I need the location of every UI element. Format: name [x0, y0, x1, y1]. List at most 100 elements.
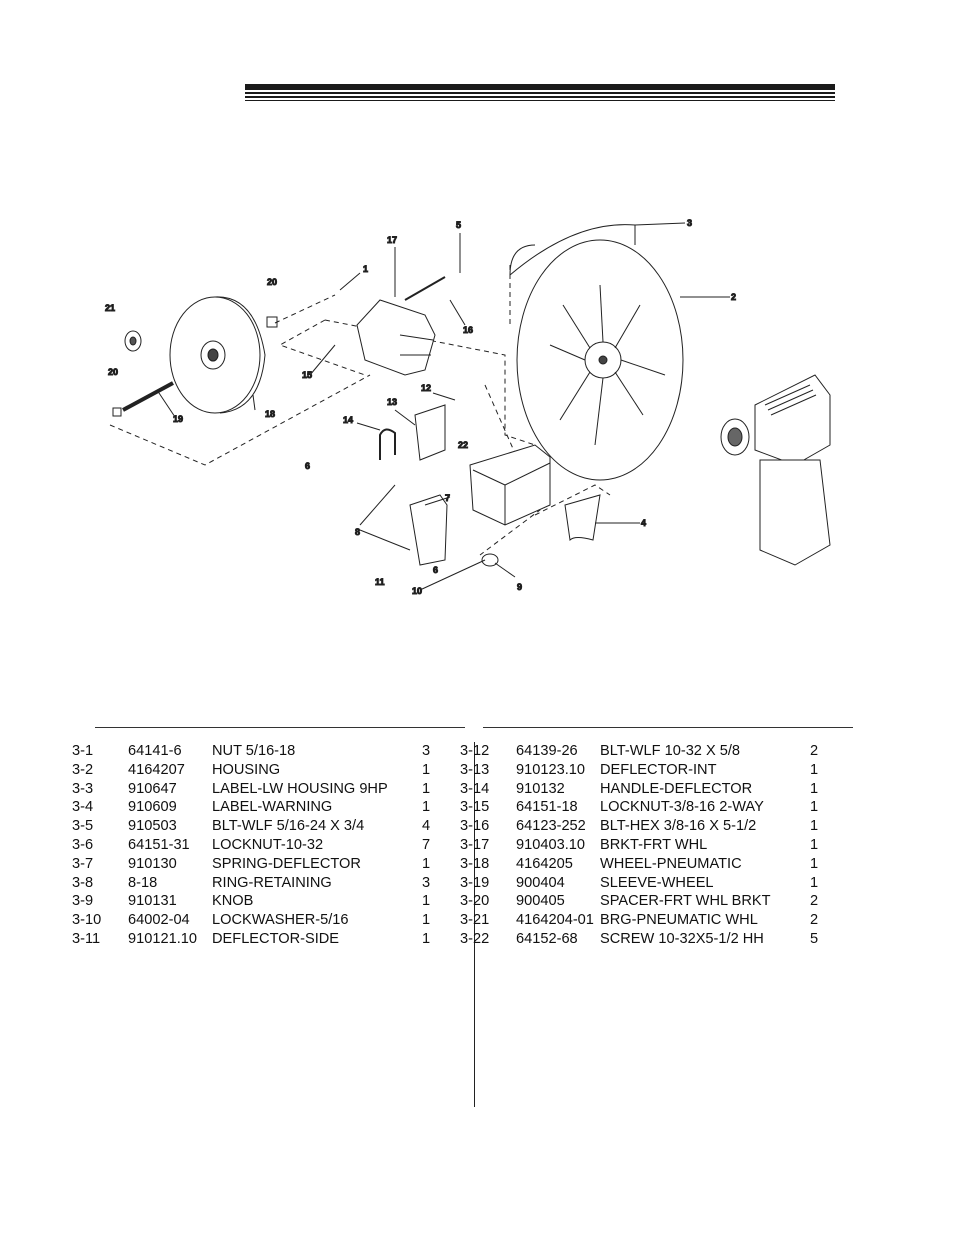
ref-number: 3-18	[460, 855, 490, 872]
part-number: 900404	[516, 874, 565, 891]
callout-2: 2	[731, 292, 736, 302]
bolt-16	[404, 276, 446, 301]
part-description: SPACER-FRT WHL BRKT	[600, 893, 771, 910]
spacer-20-top	[266, 316, 278, 328]
part-number: 64123-252	[516, 818, 586, 835]
part-quantity: 1	[810, 780, 819, 797]
part-description: KNOB	[212, 893, 254, 910]
part-number: 910121.10	[128, 930, 197, 947]
callout-13: 13	[387, 397, 397, 407]
part-quantity: 1	[422, 761, 431, 778]
part-description: NUT 5/16-18	[212, 743, 296, 759]
part-number: 64141-6	[128, 743, 182, 759]
ref-number: 3-21	[460, 912, 490, 929]
part-number: 910403.10	[516, 836, 585, 853]
callout-9: 9	[517, 582, 522, 592]
part-number: 910503	[128, 818, 177, 835]
callout-7: 7	[445, 493, 450, 503]
ref-number: 3-22	[460, 930, 490, 947]
ref-number: 3-20	[460, 893, 490, 910]
sleeve-wheel	[122, 381, 174, 412]
callout-15: 15	[302, 370, 312, 380]
callout-20a: 20	[267, 277, 277, 287]
wheel-pneumatic	[169, 296, 266, 414]
deflector-side	[409, 494, 448, 566]
part-quantity: 1	[422, 893, 431, 910]
ref-number: 3-11	[72, 930, 101, 947]
part-number: 900405	[516, 893, 565, 910]
part-number: 910132	[516, 780, 565, 797]
part-description: SLEEVE-WHEEL	[600, 874, 714, 891]
deflector-handle	[379, 428, 396, 460]
part-quantity: 1	[810, 799, 819, 816]
part-quantity: 1	[422, 799, 431, 816]
callout-8: 8	[355, 527, 360, 537]
callout-11: 11	[375, 577, 385, 587]
part-number: 910123.10	[516, 761, 585, 778]
part-quantity: 1	[810, 761, 819, 778]
part-description: SCREW 10-32X5-1/2 HH	[600, 930, 764, 947]
part-number: 64151-31	[128, 836, 190, 853]
ref-number: 3-13	[460, 761, 490, 778]
column-divider	[474, 742, 475, 1107]
part-description: BRKT-FRT WHL	[600, 836, 708, 853]
spacer-20-bottom	[112, 407, 122, 417]
callout-leaders	[156, 222, 730, 591]
part-number: 910647	[128, 780, 177, 797]
table-rule-right	[483, 727, 853, 728]
ref-number: 3-19	[460, 874, 490, 891]
part-description: LABEL-WARNING	[212, 799, 333, 816]
exploded-parts-diagram: 1 2 3 4 5 6 6 7 8 9 10 11 12 13 14 15 16…	[95, 205, 855, 605]
part-description: SPRING-DEFLECTOR	[212, 855, 361, 872]
engine-assembly	[720, 374, 831, 566]
part-description: BLT-WLF 5/16-24 X 3/4	[212, 818, 365, 835]
ref-number: 3-3	[72, 780, 94, 797]
callout-18: 18	[265, 409, 275, 419]
part-description: BRG-PNEUMATIC WHL	[600, 912, 758, 929]
callout-14: 14	[343, 415, 353, 425]
part-description: LABEL-LW HOUSING 9HP	[212, 780, 388, 797]
callout-3: 3	[687, 218, 692, 228]
ref-number: 3-5	[72, 818, 94, 835]
callout-4: 4	[641, 518, 646, 528]
part-quantity: 1	[422, 930, 431, 947]
part-number: 64152-68	[516, 930, 578, 947]
part-number: 910609	[128, 799, 177, 816]
part-quantity: 1	[810, 818, 819, 835]
part-number: 4164207	[128, 761, 185, 778]
label-warning	[564, 494, 601, 542]
table-rule-left	[95, 727, 465, 728]
ref-number: 3-8	[72, 874, 94, 891]
part-quantity: 1	[810, 874, 819, 891]
ref-number: 3-10	[72, 912, 102, 929]
callout-20b: 20	[108, 367, 118, 377]
ref-number: 3-6	[72, 836, 94, 853]
callout-19: 19	[173, 414, 183, 424]
part-description: RING-RETAINING	[212, 874, 332, 891]
part-number: 64002-04	[128, 912, 190, 929]
callout-6a: 6	[305, 461, 310, 471]
ref-number: 3-12	[460, 743, 490, 759]
callout-1: 1	[363, 264, 368, 274]
part-quantity: 5	[810, 930, 819, 947]
ref-number: 3-14	[460, 780, 490, 797]
callout-6b: 6	[433, 565, 438, 575]
callout-12: 12	[421, 383, 431, 393]
part-quantity: 1	[422, 855, 431, 872]
part-description: BLT-WLF 10-32 X 5/8	[600, 743, 741, 759]
part-description: DEFLECTOR-SIDE	[212, 930, 340, 947]
ref-number: 3-4	[72, 799, 94, 816]
part-number: 4164205	[516, 855, 573, 872]
callout-16: 16	[463, 325, 473, 335]
part-number: 8-18	[128, 874, 158, 891]
ref-number: 3-17	[460, 836, 490, 853]
part-description: BLT-HEX 3/8-16 X 5-1/2	[600, 818, 757, 835]
housing	[509, 224, 684, 481]
part-description: HOUSING	[212, 761, 281, 778]
part-description: LOCKWASHER-5/16	[212, 912, 349, 929]
part-description: LOCKNUT-3/8-16 2-WAY	[600, 799, 764, 816]
part-description: HANDLE-DEFLECTOR	[600, 780, 753, 797]
part-description: LOCKNUT-10-32	[212, 836, 324, 853]
part-quantity: 1	[810, 855, 819, 872]
ref-number: 3-1	[72, 743, 94, 759]
